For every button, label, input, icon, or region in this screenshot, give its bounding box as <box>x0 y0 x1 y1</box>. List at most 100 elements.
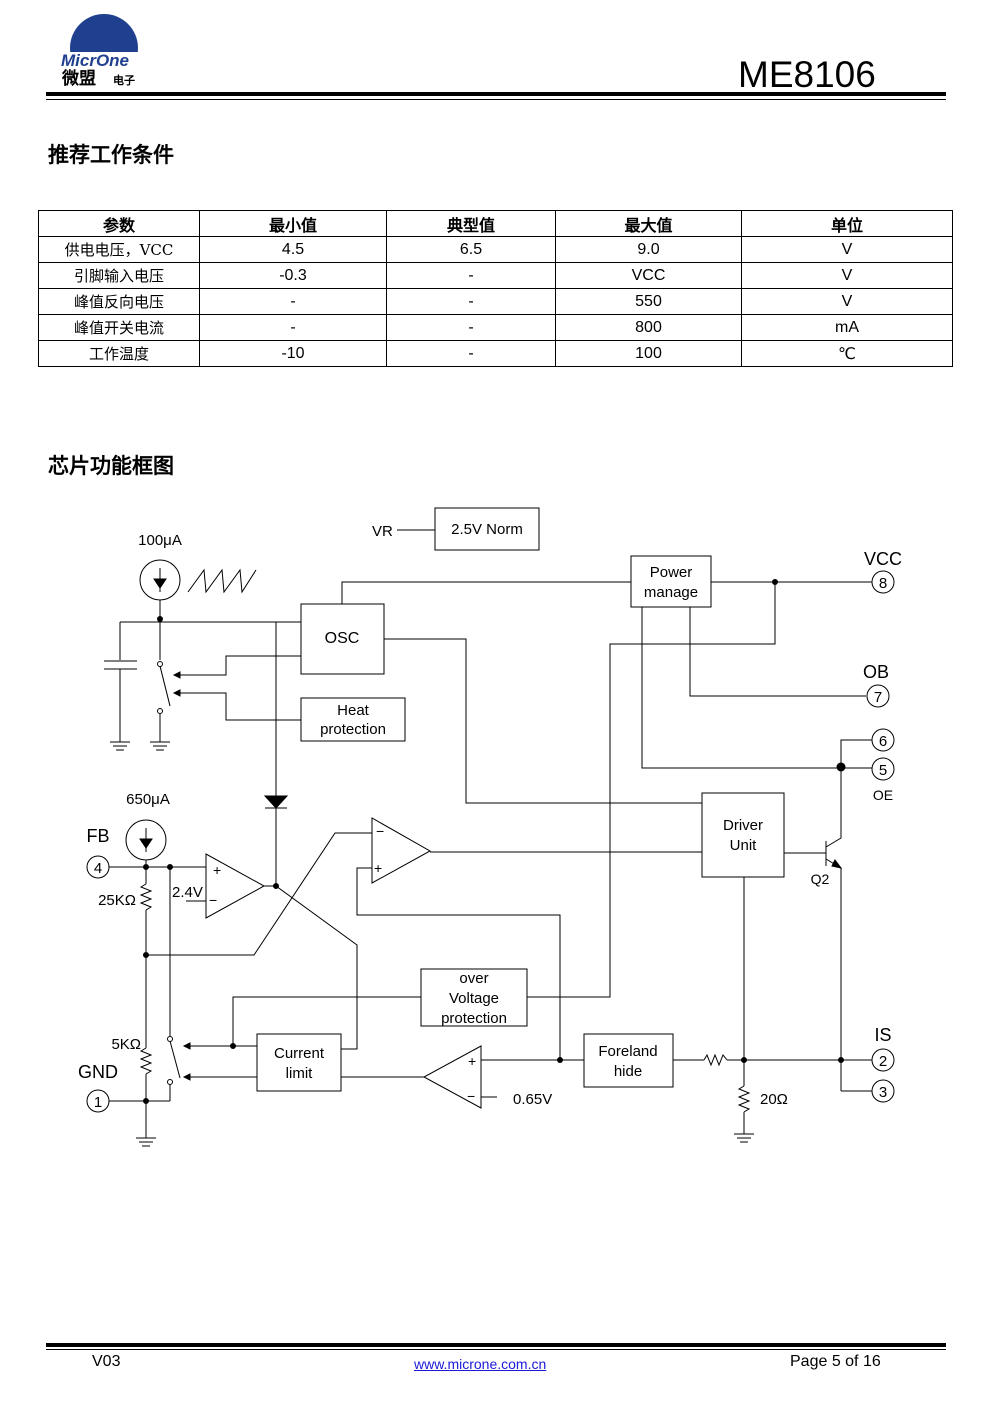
part-number: ME8106 <box>738 54 876 95</box>
svg-text:MicrOne: MicrOne <box>61 51 129 70</box>
r25k-label: 25KΩ <box>98 892 136 909</box>
heat-protection-block <box>300 697 406 742</box>
table-header: 最大值 <box>555 210 742 237</box>
pin-7 <box>866 684 890 708</box>
table-cell: - <box>199 288 387 315</box>
table-cell: - <box>386 340 556 367</box>
svg-text:电子: 电子 <box>113 73 135 87</box>
table-header: 参数 <box>38 210 200 237</box>
is-label: IS <box>874 1025 891 1045</box>
driver-label-2: Unit <box>730 837 758 854</box>
svg-text:4: 4 <box>94 860 102 877</box>
ovp-label-2: Voltage <box>449 990 499 1007</box>
table-row: 峰值开关电流 - - 800 mA <box>38 314 953 341</box>
pin-2 <box>871 1048 895 1072</box>
header-rule-thin <box>46 99 946 100</box>
table-cell: 550 <box>555 288 742 315</box>
svg-text:7: 7 <box>874 689 882 706</box>
svg-text:+: + <box>213 862 221 878</box>
table-header-row: 参数 最小值 典型值 最大值 单位 <box>38 210 953 237</box>
pin-8 <box>871 570 895 594</box>
v065-label: 0.65V <box>513 1091 552 1108</box>
table-cell: 供电电压，VCC <box>38 236 200 263</box>
table-header: 单位 <box>741 210 953 237</box>
table-cell: 工作温度 <box>38 340 200 367</box>
table-cell: - <box>386 314 556 341</box>
norm-label: 2.5V Norm <box>451 521 523 538</box>
i650-label: 650μA <box>126 791 170 808</box>
ovp-label-1: over <box>459 970 488 987</box>
table-cell: 100 <box>555 340 742 367</box>
foreland-label-2: hide <box>614 1063 642 1080</box>
table-cell: - <box>386 288 556 315</box>
heat-label-2: protection <box>320 721 386 738</box>
fb-label: FB <box>86 826 109 846</box>
current-label-1: Current <box>274 1045 325 1062</box>
norm-block <box>434 507 540 551</box>
current-limit-block <box>256 1033 342 1092</box>
svg-text:3: 3 <box>879 1084 887 1101</box>
vr-label: VR <box>372 523 393 540</box>
ovp-label-3: protection <box>441 1010 507 1027</box>
svg-text:1: 1 <box>94 1094 102 1111</box>
gnd-label: GND <box>78 1062 118 1082</box>
table-cell: 6.5 <box>386 236 556 263</box>
table-cell: -0.3 <box>199 262 387 289</box>
table-header: 最小值 <box>199 210 387 237</box>
table-cell: V <box>741 236 953 263</box>
table-cell: 4.5 <box>199 236 387 263</box>
osc-label: OSC <box>325 630 360 647</box>
table-cell: 峰值反向电压 <box>38 288 200 315</box>
svg-text:−: − <box>467 1088 475 1104</box>
svg-text:6: 6 <box>879 733 887 750</box>
v24-label: 2.4V <box>172 884 203 901</box>
driver-unit-block <box>701 792 785 878</box>
footer-page-number: Page 5 of 16 <box>790 1353 881 1370</box>
vcc-label: VCC <box>864 549 902 569</box>
table-cell: ℃ <box>741 340 953 367</box>
conditions-table: 参数 最小值 典型值 最大值 单位 供电电压，VCC 4.5 6.5 9.0 V… <box>38 210 953 367</box>
pin-5 <box>871 757 895 781</box>
svg-text:−: − <box>209 892 217 908</box>
i100-label: 100μA <box>138 532 182 549</box>
table-row: 峰值反向电压 - - 550 V <box>38 288 953 315</box>
r20-label: 20Ω <box>760 1091 788 1108</box>
table-row: 工作温度 -10 - 100 ℃ <box>38 340 953 367</box>
q2-label: Q2 <box>811 871 830 887</box>
table-cell: mA <box>741 314 953 341</box>
foreland-label-1: Foreland <box>598 1043 657 1060</box>
table-cell: 9.0 <box>555 236 742 263</box>
current-label-2: limit <box>286 1065 313 1082</box>
r5k-label: 5KΩ <box>111 1036 141 1053</box>
table-header: 典型值 <box>386 210 556 237</box>
heat-label-1: Heat <box>337 702 370 719</box>
section-title-conditions: 推荐工作条件 <box>48 143 174 167</box>
footer-version: V03 <box>92 1353 121 1370</box>
svg-text:+: + <box>468 1053 476 1069</box>
section-title-block-diagram: 芯片功能框图 <box>48 454 174 478</box>
comparator-2v4 <box>205 853 266 919</box>
microne-logo: MicrOne 微盟 电子 <box>58 14 150 88</box>
current-comparator <box>422 1045 482 1109</box>
header-rule <box>46 92 946 96</box>
table-cell: V <box>741 288 953 315</box>
table-row: 引脚输入电压 -0.3 - VCC V <box>38 262 953 289</box>
svg-text:+: + <box>374 860 382 876</box>
footer-rule-thin <box>46 1349 946 1350</box>
error-amplifier <box>371 817 432 884</box>
table-cell: 800 <box>555 314 742 341</box>
table-cell: 峰值开关电流 <box>38 314 200 341</box>
table-cell: V <box>741 262 953 289</box>
svg-text:−: − <box>376 823 384 839</box>
footer-website-link[interactable]: www.microne.com.cn <box>414 1356 547 1372</box>
oe-label: OE <box>873 787 893 803</box>
block-diagram: VR 2.5V Norm 100μA OSC Heat protection P… <box>78 507 902 1147</box>
sawtooth-waveform <box>187 568 257 594</box>
power-label-1: Power <box>650 564 693 581</box>
ob-label: OB <box>863 662 889 682</box>
svg-text:8: 8 <box>879 575 887 592</box>
table-cell: -10 <box>199 340 387 367</box>
svg-text:2: 2 <box>879 1053 887 1070</box>
power-label-2: manage <box>644 584 698 601</box>
table-cell: 引脚输入电压 <box>38 262 200 289</box>
